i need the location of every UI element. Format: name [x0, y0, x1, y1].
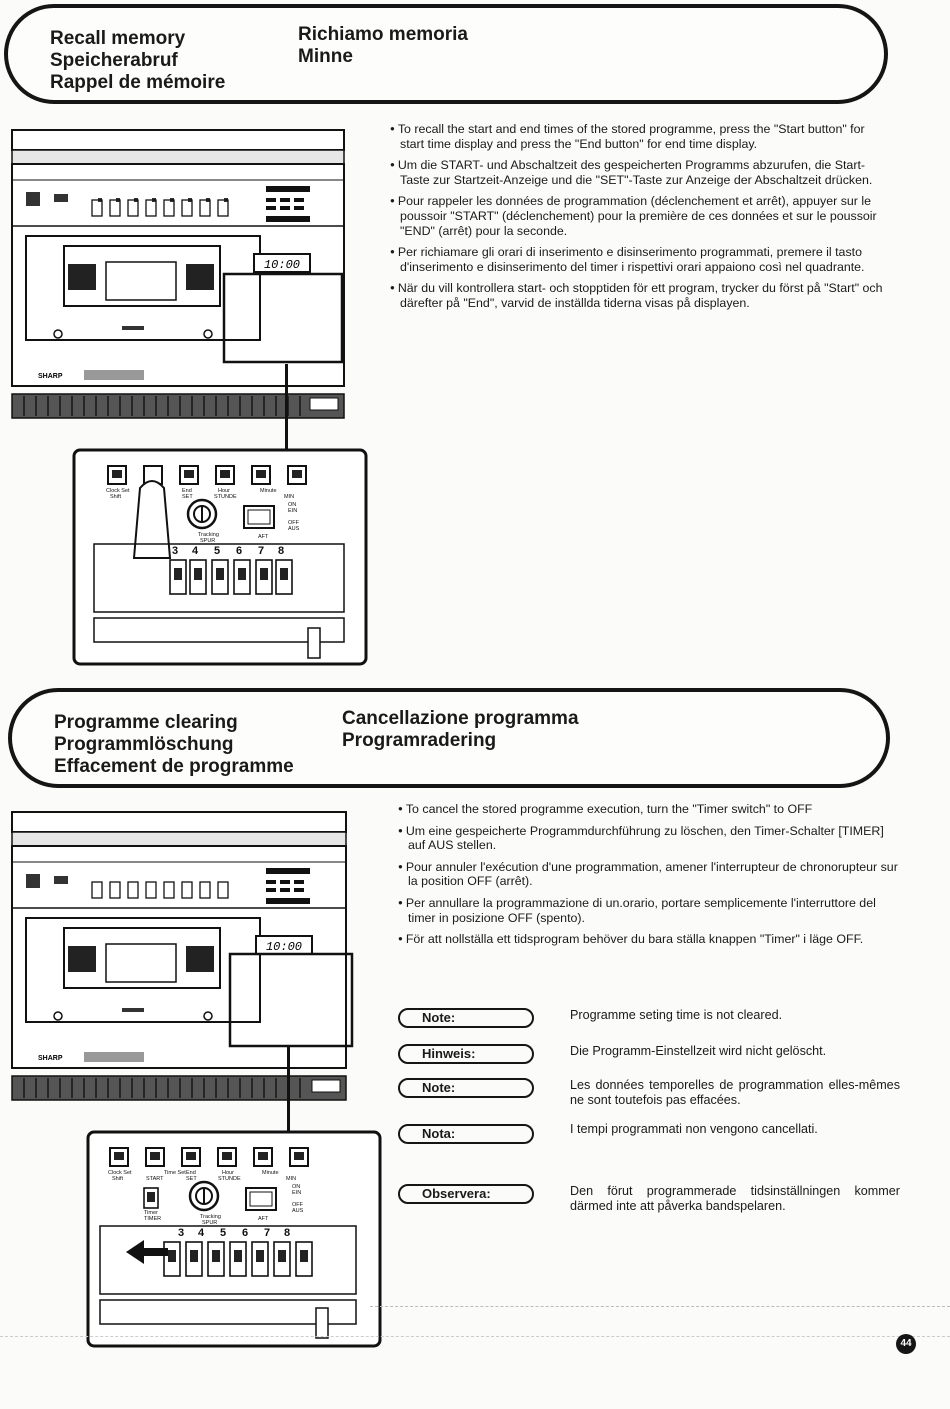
slider-number: 8	[284, 1227, 290, 1239]
instruction-en: To cancel the stored programme execution…	[398, 802, 898, 817]
label-hour: Hour	[218, 488, 230, 494]
brand-logo: SHARP	[38, 373, 63, 380]
note-text-en: Programme seting time is not cleared.	[570, 1008, 783, 1022]
title-sv: Minne	[298, 46, 353, 67]
brand-logo: SHARP	[38, 1055, 63, 1062]
instruction-it: Per richiamare gli orari di inserimento …	[390, 245, 890, 274]
note-text-de: Die Programm-Einstellzeit wird nicht gel…	[570, 1044, 827, 1058]
label-aft: AFT	[258, 1216, 269, 1222]
page-number: 44	[896, 1334, 916, 1354]
label-hour: Hour	[222, 1170, 234, 1176]
note-label-de: Hinweis:	[398, 1044, 534, 1064]
divider	[0, 1336, 950, 1337]
finger-illustration	[132, 480, 172, 559]
note-text-fr: Les données temporelles de programmation…	[570, 1078, 900, 1107]
label-spur: SPUR	[200, 538, 215, 544]
label-spur: SPUR	[202, 1220, 217, 1226]
label-timer: Timer	[144, 1210, 158, 1216]
label-on: ON	[288, 502, 296, 508]
section-title-left: Programme clearing Programmlöschung Effa…	[54, 712, 294, 778]
label-minute: Minute	[262, 1170, 279, 1176]
label-clock-set: Clock Set	[106, 488, 130, 494]
title-fr: Effacement de programme	[54, 756, 294, 777]
slider-number: 7	[264, 1227, 270, 1239]
title-sv: Programradering	[342, 730, 497, 751]
title-en: Recall memory	[50, 28, 186, 49]
label-shift: Shift	[110, 494, 121, 500]
label-min: MIN	[286, 1176, 296, 1182]
label-stunde: STUNDE	[214, 494, 237, 500]
label-shift: Shift	[112, 1176, 123, 1182]
label-start: START	[146, 1176, 164, 1182]
slider-number: 3	[172, 545, 178, 557]
label-ein: EIN	[288, 508, 297, 514]
slider-number: 5	[220, 1227, 226, 1239]
title-en: Programme clearing	[54, 712, 238, 733]
label-end: End	[186, 1170, 196, 1176]
timer-panel-closeup: Clock Set Shift START Time Set End SET H…	[86, 1130, 382, 1348]
label-aus: AUS	[292, 1208, 304, 1214]
label-minute: Minute	[260, 488, 277, 494]
instruction-en: To recall the start and end times of the…	[390, 122, 890, 151]
instruction-it: Per annullare la programmazione di un.or…	[398, 896, 898, 925]
instruction-sv: När du vill kontrollera start- och stopp…	[390, 281, 890, 310]
clearing-instructions: To cancel the stored programme execution…	[398, 802, 898, 954]
callout-connector	[287, 1046, 290, 1132]
slider-number: 4	[192, 545, 199, 557]
note-label-sv: Observera:	[398, 1184, 534, 1204]
instruction-de: Um die START- und Abschaltzeit des gespe…	[390, 158, 890, 187]
timer-panel-closeup: Clock Set Shift End SET Hour STUNDE Minu…	[72, 448, 368, 666]
instruction-fr: Pour rappeler les données de programmati…	[390, 194, 890, 238]
title-de: Programmlöschung	[54, 734, 234, 755]
slider-number: 6	[236, 545, 242, 557]
note-label-fr: Note:	[398, 1078, 534, 1098]
label-min: MIN	[284, 494, 294, 500]
label-clock-set: Clock Set	[108, 1170, 132, 1176]
title-it: Richiamo memoria	[298, 24, 468, 45]
section-title-left: Recall memory Speicherabruf Rappel de mé…	[50, 28, 225, 94]
label-off: OFF	[292, 1202, 304, 1208]
vcr-front-illustration: 10:00 SHARP	[11, 129, 345, 419]
label-off: OFF	[288, 520, 300, 526]
slider-number: 5	[214, 545, 220, 557]
note-label-it: Nota:	[398, 1124, 534, 1144]
label-timer-caps: TIMER	[144, 1216, 161, 1222]
label-on: ON	[292, 1184, 300, 1190]
label-time-set: Time Set	[164, 1170, 186, 1176]
slider-number: 6	[242, 1227, 248, 1239]
note-text-it: I tempi programmati non vengono cancella…	[570, 1122, 818, 1136]
label-tracking: Tracking	[200, 1214, 221, 1220]
slider-number: 8	[278, 545, 284, 557]
instruction-de: Um eine gespeicherte Programmdurchführun…	[398, 824, 898, 853]
section-title-right: Richiamo memoria Minne	[298, 24, 468, 68]
section-header-recall-memory: Recall memory Speicherabruf Rappel de mé…	[4, 4, 888, 104]
slider-number: 3	[178, 1227, 184, 1239]
label-stunde: STUNDE	[218, 1176, 241, 1182]
arrow-left-icon	[126, 1240, 168, 1264]
label-tracking: Tracking	[198, 532, 219, 538]
slider-number: 4	[198, 1227, 205, 1239]
section-header-programme-clearing: Programme clearing Programmlöschung Effa…	[8, 688, 890, 788]
title-fr: Rappel de mémoire	[50, 72, 226, 93]
section-title-right: Cancellazione programma Programradering	[342, 708, 579, 752]
title-it: Cancellazione programma	[342, 708, 579, 729]
label-aus: AUS	[288, 526, 300, 532]
note-label-en: Note:	[398, 1008, 534, 1028]
note-text-sv: Den förut programmerade tidsinställninge…	[570, 1184, 900, 1213]
label-set: SET	[182, 494, 193, 500]
label-end: End	[182, 488, 192, 494]
recall-instructions: To recall the start and end times of the…	[390, 122, 890, 318]
title-de: Speicherabruf	[50, 50, 178, 71]
label-aft: AFT	[258, 534, 269, 540]
instruction-sv: För att nollställa ett tidsprogram behöv…	[398, 932, 898, 947]
vcr-front-illustration: 10:00 SHARP	[11, 811, 354, 1101]
label-set: SET	[186, 1176, 197, 1182]
instruction-fr: Pour annuler l'exécution d'une programma…	[398, 860, 898, 889]
slider-number: 7	[258, 545, 264, 557]
divider	[370, 1306, 950, 1307]
label-ein: EIN	[292, 1190, 301, 1196]
callout-connector	[285, 364, 288, 450]
clock-display: 10:00	[264, 258, 300, 272]
clock-display: 10:00	[266, 940, 302, 954]
